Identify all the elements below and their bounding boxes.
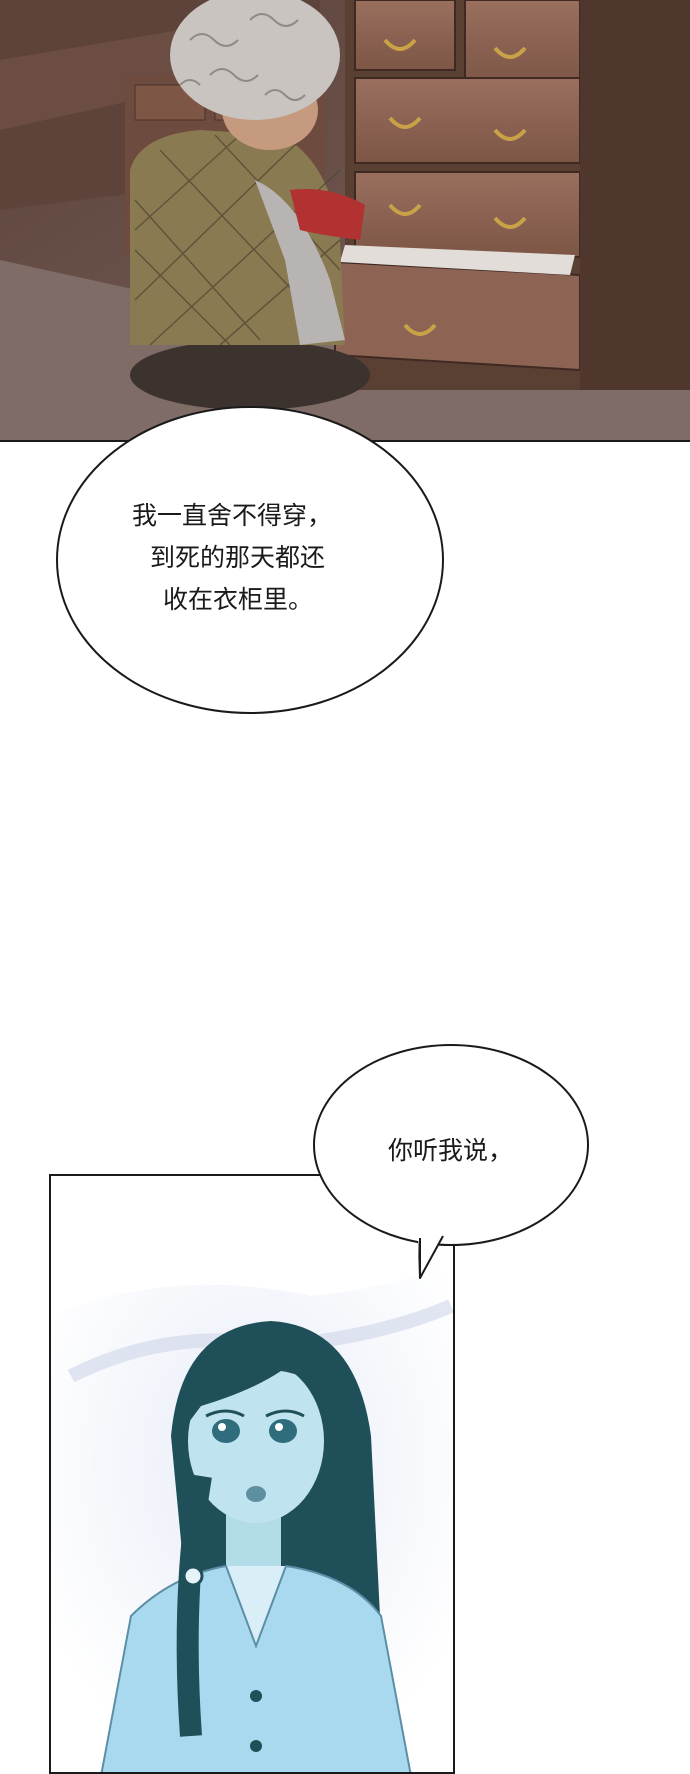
dresser-scene-art <box>0 0 690 440</box>
dark-haired-woman <box>100 1321 412 1772</box>
bubble-1-line-1: 我一直舍不得穿， <box>132 501 333 530</box>
dresser <box>334 0 690 390</box>
panel-woman-scene <box>49 1174 455 1774</box>
bubble-1-line-3: 收在衣柜里。 <box>163 585 314 614</box>
speech-bubble-2-text: 你听我说， <box>388 1136 514 1165</box>
bubble-1-line-2: 到死的那天都还 <box>150 543 326 572</box>
elderly-woman <box>130 0 370 410</box>
speech-bubble-1-text: 我一直舍不得穿， 到死的那天都还 收在衣柜里。 <box>0 495 500 621</box>
panel-dresser-scene <box>0 0 690 442</box>
speech-bubble-1 <box>56 406 444 714</box>
woman-scene-art <box>51 1176 453 1772</box>
speech-bubble-2 <box>313 1044 589 1279</box>
